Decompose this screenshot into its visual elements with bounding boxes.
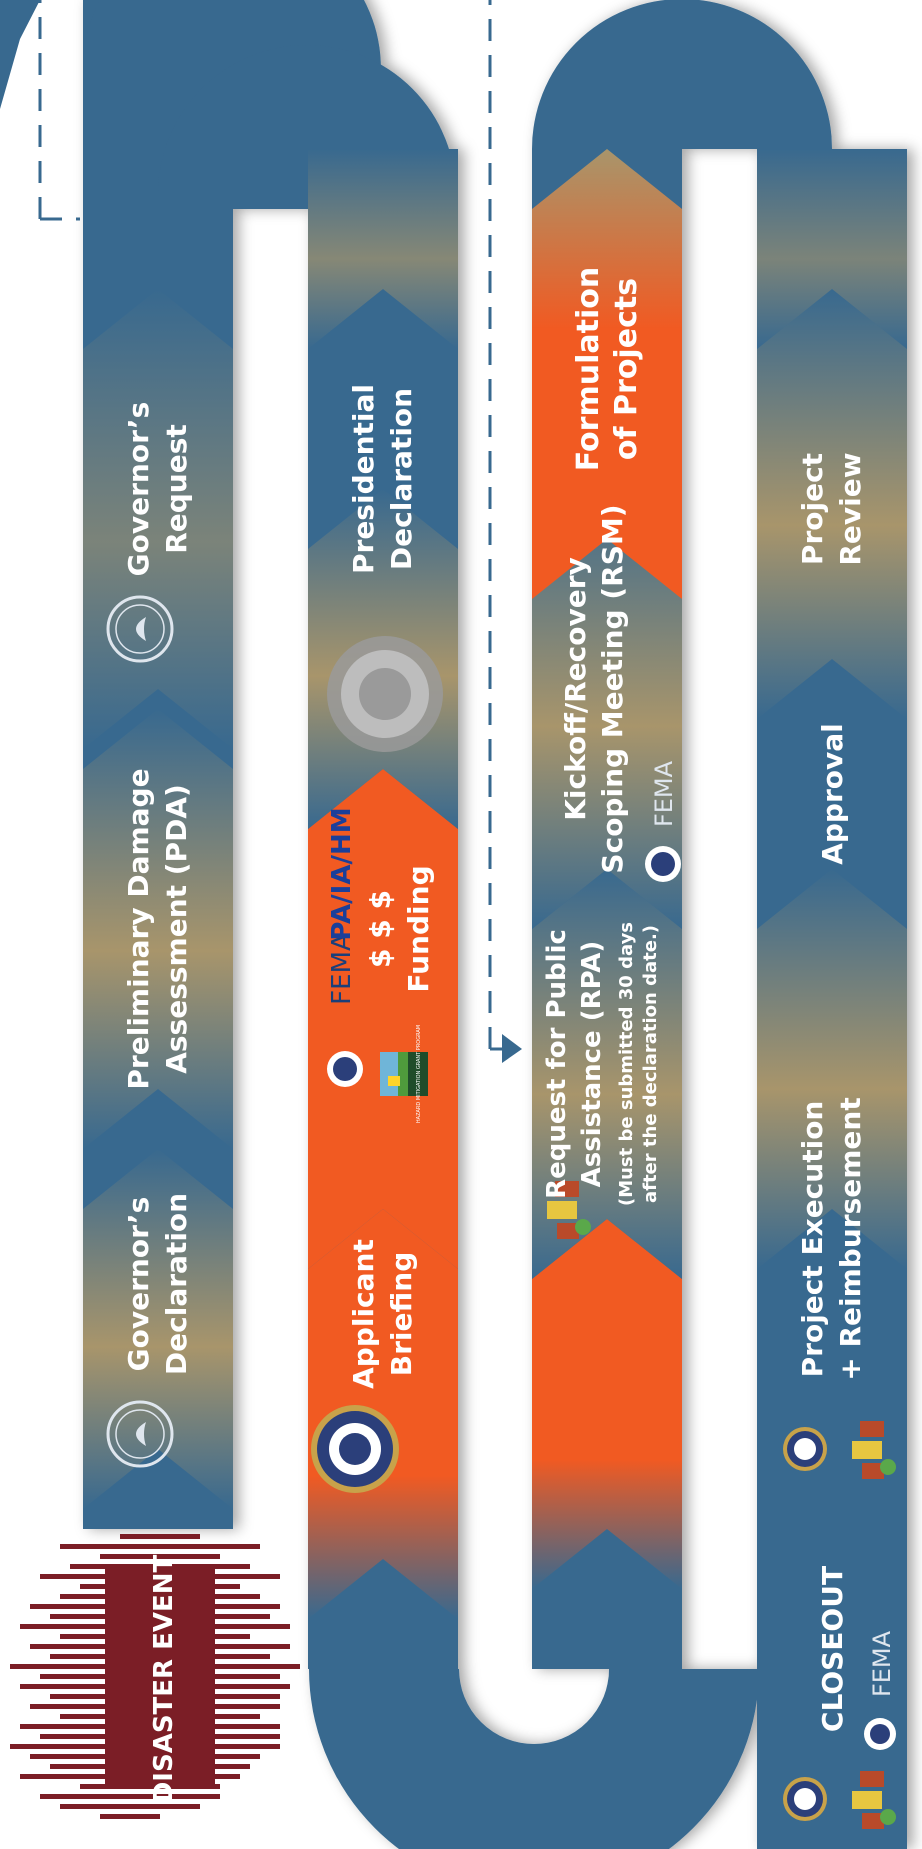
governors-request-line2: Request: [160, 424, 193, 554]
houses-icon: [852, 1771, 896, 1829]
execution-line1: Project Execution: [796, 1101, 829, 1378]
dhs-seal-icon: [327, 1051, 363, 1087]
dhs-seal-icon: [645, 846, 681, 882]
rsm-line1: Kickoff/Recovery: [559, 557, 592, 821]
row4-segments: [757, 149, 907, 1269]
pda-line2: Assessment (PDA): [160, 784, 193, 1074]
disaster-event: DISASTER EVENT: [10, 1534, 300, 1819]
governors-request-line1: Governor’s: [122, 402, 155, 577]
gohsep-seal-icon: [311, 1405, 399, 1493]
arrow-head-icon: [502, 1034, 522, 1063]
applicant-briefing-line2: Briefing: [385, 1252, 418, 1376]
presidential-seal-icon: [327, 636, 443, 752]
formulation-line2: of Projects: [609, 278, 644, 460]
presidential-declaration-line1: Presidential: [347, 384, 380, 574]
approval-label: Approval: [816, 723, 849, 865]
houses-icon: [547, 1181, 591, 1239]
funding-line2: Funding: [402, 865, 435, 992]
review-line2: Review: [834, 452, 867, 565]
gohsep-seal-icon: [783, 1427, 827, 1471]
rpa-note1: (Must be submitted 30 days: [616, 922, 637, 1206]
funding-line1: $ $ $: [364, 890, 397, 968]
row1-segments: [83, 289, 233, 1509]
disaster-label: DISASTER EVENT: [149, 1554, 179, 1803]
louisiana-seal-icon: [106, 1400, 174, 1468]
review-line1: Project: [796, 453, 829, 565]
houses-icon: [852, 1421, 896, 1479]
arrow-fragment: [0, 0, 40, 109]
governors-declaration-line2: Declaration: [160, 1193, 193, 1375]
hmgp-badge-text: HAZARD MITIGATION GRANT PROGRAM: [416, 1025, 422, 1123]
rpa-note2: after the declaration date.): [640, 925, 661, 1203]
rpa-line1: Request for Public: [542, 929, 572, 1199]
closeout-fema: FEMA: [868, 1630, 896, 1697]
louisiana-seal-icon: [106, 595, 174, 663]
dashed-bracket: [38, 0, 522, 1063]
applicant-briefing-line1: Applicant: [347, 1239, 380, 1389]
dhs-seal-icon: [864, 1718, 896, 1750]
rpa-line2: Assistance (RPA): [577, 941, 607, 1188]
pda-line1: Preliminary Damage: [122, 768, 155, 1089]
governors-declaration-line1: Governor’s: [122, 1197, 155, 1372]
hmgp-logo-icon: HAZARD MITIGATION GRANT PROGRAM: [380, 1025, 428, 1123]
gohsep-seal-icon: [783, 1777, 827, 1821]
presidential-declaration-line2: Declaration: [385, 388, 418, 570]
formulation-line1: Formulation: [571, 267, 606, 471]
closeout-label: CLOSEOUT: [816, 1566, 849, 1732]
funding-fema: FEMA: [327, 933, 357, 1005]
funding-pa-ia-hm: PA/IA/HM: [327, 807, 357, 940]
execution-line2: + Reimbursement: [834, 1097, 867, 1380]
rsm-fema: FEMA: [650, 760, 678, 827]
row3-segments: [532, 149, 682, 1589]
rsm-line2: Scoping Meeting (RSM): [596, 504, 629, 873]
